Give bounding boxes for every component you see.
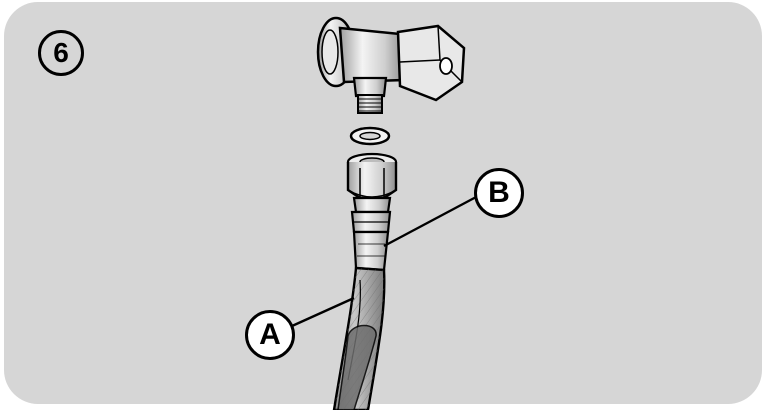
hose-sleeve: [352, 230, 390, 272]
valve-thread: [357, 94, 383, 114]
valve-body: [338, 26, 406, 84]
callout-a-label: A: [259, 318, 281, 351]
step-number: 6: [53, 37, 69, 68]
hose-ferrule: [350, 196, 392, 272]
callout-a: A: [245, 310, 295, 360]
callout-a-leader: [291, 296, 355, 328]
callout-b-label: B: [488, 176, 510, 209]
sealing-washer: [349, 126, 391, 146]
valve-handle: [396, 24, 466, 102]
callout-b: B: [474, 168, 524, 218]
step-number-badge: 6: [38, 30, 84, 76]
valve-outlet: [352, 76, 388, 98]
callout-b-leader: [383, 194, 479, 248]
flexible-hose: [332, 266, 386, 410]
angle-valve: [316, 16, 466, 114]
hose-nut: [346, 152, 398, 200]
